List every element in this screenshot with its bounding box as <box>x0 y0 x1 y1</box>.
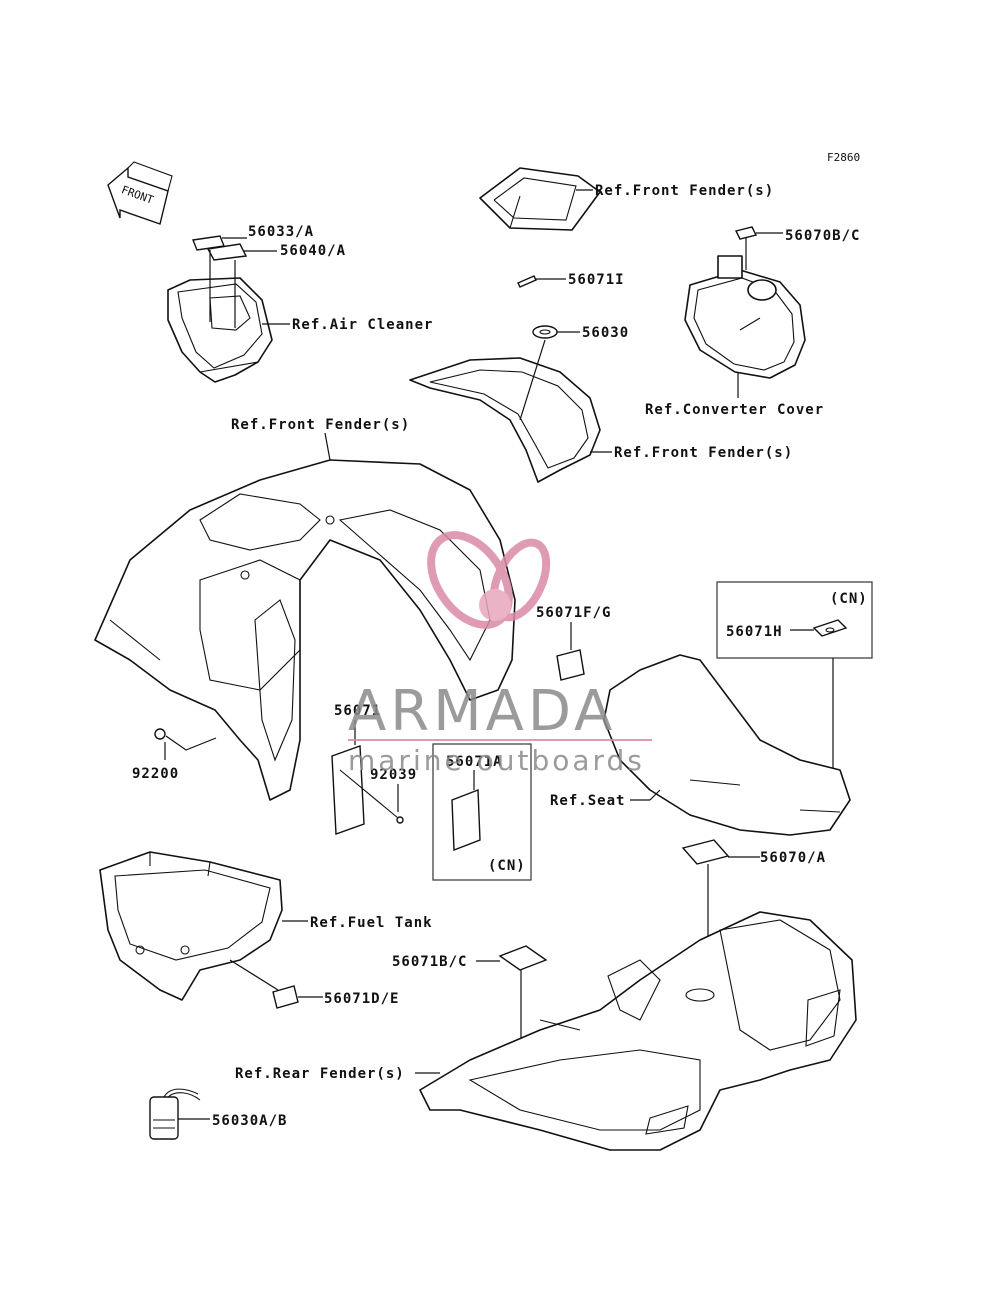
label-fuel-tank: Ref.Fuel Tank <box>310 915 433 931</box>
front-arrow-icon: FRONT <box>107 161 173 225</box>
grommet-56030 <box>532 325 558 339</box>
label-56071I: 56071I <box>568 272 625 288</box>
label-56071: 56071 <box>334 703 381 719</box>
label-56030: 56030 <box>582 325 629 341</box>
label-56071DE: 56071D/E <box>324 991 399 1007</box>
label-92200: 92200 <box>132 766 179 782</box>
leader-92200-tip <box>165 735 217 751</box>
label-cn-bottom: (CN) <box>488 858 526 874</box>
front-fender-main-part <box>94 459 516 801</box>
leader-seat-tip <box>649 789 661 801</box>
air-cleaner-part <box>167 277 273 383</box>
label-56070BC: 56070B/C <box>785 228 860 244</box>
decal-56071DE <box>272 985 299 1009</box>
decal-56070A <box>681 839 730 865</box>
armada-watermark: ARMADA marine outboards <box>348 531 652 777</box>
front-fender-cover-part <box>479 167 601 231</box>
converter-cover-part <box>684 255 806 379</box>
cn-box-top <box>716 581 873 659</box>
decal-56071 <box>331 745 365 835</box>
label-92039: 92039 <box>370 767 417 783</box>
decal-56070BC <box>734 226 758 240</box>
label-56071FG: 56071F/G <box>536 605 611 621</box>
label-front-fender-mid: Ref.Front Fender(s) <box>614 445 793 461</box>
tag-56030AB <box>149 1088 201 1140</box>
decal-56071A <box>451 788 481 852</box>
armada-logo-icon <box>427 531 551 629</box>
decal-56040A <box>206 243 248 261</box>
pin-92039 <box>339 769 404 824</box>
decal-56071FG <box>556 649 585 681</box>
watermark-brand: ARMADA <box>348 679 616 744</box>
decal-56071H <box>812 619 848 637</box>
decal-56071I <box>517 275 537 288</box>
cn-box-bottom <box>432 743 532 881</box>
figure-code: F2860 <box>827 151 860 164</box>
label-air-cleaner: Ref.Air Cleaner <box>292 317 433 333</box>
label-front-fender-top: Ref.Front Fender(s) <box>595 183 774 199</box>
fuel-tank-part <box>99 851 283 1001</box>
leader-front-fender-main <box>324 432 331 461</box>
seat-part <box>603 654 851 836</box>
label-56040A: 56040/A <box>280 243 346 259</box>
label-56033A: 56033/A <box>248 224 314 240</box>
label-56030AB: 56030A/B <box>212 1113 287 1129</box>
label-56071A: 56071A <box>446 754 503 770</box>
label-cn-top: (CN) <box>830 591 868 607</box>
rear-fender-part <box>419 911 857 1151</box>
watermark-tagline: marine outboards <box>348 744 645 777</box>
label-converter: Ref.Converter Cover <box>645 402 824 418</box>
leader-56030-drop <box>519 339 546 421</box>
leader-56071DE-drop <box>229 959 279 991</box>
label-seat: Ref.Seat <box>550 793 625 809</box>
label-front-fender-main: Ref.Front Fender(s) <box>231 417 410 433</box>
front-fender-inner-part <box>409 357 601 483</box>
decal-56071BC <box>498 945 548 971</box>
label-56071BC: 56071B/C <box>392 954 467 970</box>
label-56070A: 56070/A <box>760 850 826 866</box>
label-56071H: 56071H <box>726 624 783 640</box>
label-rear-fender: Ref.Rear Fender(s) <box>235 1066 405 1082</box>
clip-92200 <box>154 728 166 740</box>
